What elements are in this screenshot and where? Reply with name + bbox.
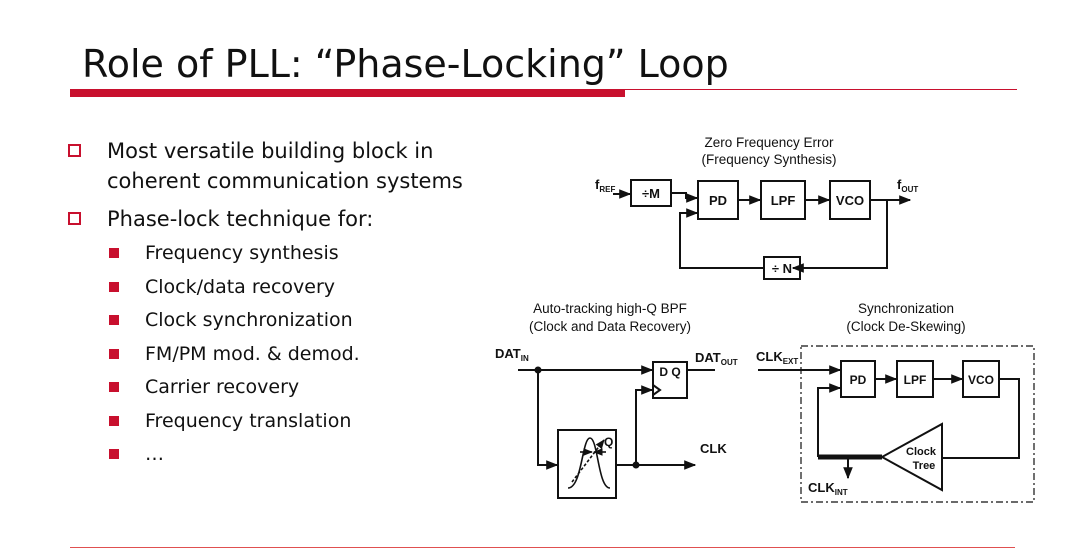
footer-rule xyxy=(70,547,1015,548)
freq-out-label: fOUT xyxy=(897,177,918,194)
bullet-text-line: Most versatile building block in xyxy=(107,139,434,163)
hollow-square-bullet-icon xyxy=(68,144,81,157)
title-underline-accent xyxy=(70,89,625,97)
divide-n-label: ÷ N xyxy=(772,261,792,276)
data-out-label: DATOUT xyxy=(695,350,738,367)
freq-ref-label: fREF xyxy=(595,177,615,194)
slide-title: Role of PLL: “Phase-Locking” Loop xyxy=(82,42,729,86)
clock-tree-label: Clock xyxy=(906,446,937,458)
diagram-caption: Auto-tracking high-Q BPF xyxy=(533,301,687,316)
cdr-diagram: Auto-tracking high-Q BPF (Clock and Data… xyxy=(495,301,738,499)
bullet-item: Most versatile building block in coheren… xyxy=(66,136,506,196)
vco-label: VCO xyxy=(836,193,864,208)
dff-block xyxy=(652,361,688,399)
diagram-caption: (Clock and Data Recovery) xyxy=(529,319,691,334)
clock-tree-label: Tree xyxy=(913,460,936,472)
clock-tree-buffer xyxy=(879,422,943,492)
hollow-square-bullet-icon xyxy=(68,212,81,225)
dff-label: D Q xyxy=(659,365,680,379)
filled-square-bullet-icon xyxy=(109,449,119,459)
deskew-diagram: Synchronization (Clock De-Skewing) CLKEX… xyxy=(756,301,1035,503)
sub-bullet-text: Clock synchronization xyxy=(145,309,353,331)
diagram-caption: (Clock De-Skewing) xyxy=(846,319,965,334)
sub-bullet-text: Frequency synthesis xyxy=(145,242,339,264)
bullet-list: Most versatile building block in coheren… xyxy=(66,136,506,477)
bullet-text-line: coherent communication systems xyxy=(107,169,463,193)
filled-square-bullet-icon xyxy=(109,248,119,258)
pd-label: PD xyxy=(850,373,867,387)
filled-square-bullet-icon xyxy=(109,382,119,392)
title-underline-rule xyxy=(625,89,1017,90)
sub-bullet-item: … xyxy=(66,443,506,465)
sub-bullet-item: Carrier recovery xyxy=(66,376,506,398)
lpf-label: LPF xyxy=(904,373,927,387)
sub-bullet-item: Clock/data recovery xyxy=(66,276,506,298)
vco-label: VCO xyxy=(968,373,994,387)
sub-bullet-text: Frequency translation xyxy=(145,409,352,432)
sub-bullet-text: … xyxy=(145,443,164,465)
bullet-text: Phase-lock technique for: xyxy=(107,207,374,231)
clk-int-label: CLKINT xyxy=(808,480,848,497)
clk-ext-label: CLKEXT xyxy=(756,349,798,366)
diagram-caption: Zero Frequency Error xyxy=(704,135,834,150)
sub-bullet-text: Carrier recovery xyxy=(145,376,300,398)
chip-boundary xyxy=(800,345,1035,503)
sub-bullet-text: FM/PM mod. & demod. xyxy=(145,342,360,365)
divide-m-label: ÷M xyxy=(642,186,660,201)
data-in-label: DATIN xyxy=(495,346,529,363)
filled-square-bullet-icon xyxy=(109,415,119,426)
bullet-item: Phase-lock technique for: xyxy=(66,204,506,234)
filled-square-bullet-icon xyxy=(109,315,119,325)
sub-bullet-item: FM/PM mod. & demod. xyxy=(66,343,506,365)
sub-bullet-item: Clock synchronization xyxy=(66,309,506,331)
freq-synthesis-diagram: Zero Frequency Error (Frequency Synthesi… xyxy=(595,135,918,280)
diagram-caption: Synchronization xyxy=(858,301,954,316)
sub-bullet-text: Clock/data recovery xyxy=(145,275,335,298)
filter-q-label: Q xyxy=(604,435,613,449)
pd-label: PD xyxy=(709,193,727,208)
clk-label: CLK xyxy=(700,441,727,456)
filled-square-bullet-icon xyxy=(109,348,119,359)
sub-bullet-item: Frequency translation xyxy=(66,410,506,432)
filled-square-bullet-icon xyxy=(109,281,119,292)
lpf-label: LPF xyxy=(771,193,796,208)
sub-bullet-item: Frequency synthesis xyxy=(66,242,506,264)
diagram-caption: (Frequency Synthesis) xyxy=(701,152,836,167)
